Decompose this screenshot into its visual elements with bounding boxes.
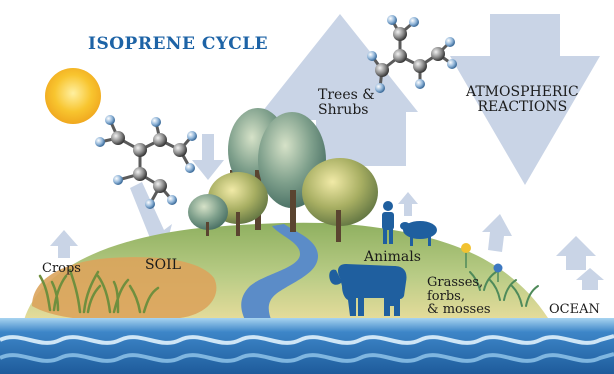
grasses-label-line2: forbs,: [427, 288, 465, 304]
cow-icon: [329, 264, 407, 316]
ocean-label: OCEAN: [549, 302, 600, 317]
grass-icon: [68, 268, 102, 314]
tree-icon: [188, 194, 228, 230]
sheep-icon: [400, 221, 437, 246]
grass-icon: [96, 274, 130, 314]
ocean-small-arrow: [576, 268, 604, 290]
river: [241, 224, 318, 322]
grasses-label-line3: & mosses: [427, 302, 491, 318]
sun-icon: [45, 68, 101, 124]
ocean-up-arrow: [556, 236, 596, 270]
flower-icon: [493, 263, 503, 273]
flower-icon: [461, 243, 471, 253]
grass-icon: [128, 284, 160, 314]
grasses: [469, 271, 539, 307]
trees-small-down-arrow: [192, 134, 224, 180]
grasses-label: Grasses, forbs, & mosses: [427, 276, 491, 317]
isoprene-molecule-icon: [95, 115, 197, 209]
trees: [188, 108, 378, 242]
crops-up-arrow: [50, 230, 78, 258]
grasses-up-arrow: [482, 214, 512, 252]
trees-emission-arrow: [262, 14, 418, 166]
animals-up-arrow: [398, 192, 418, 216]
tree-icon: [302, 158, 378, 226]
trees-label-line1: Trees &: [318, 87, 375, 103]
isoprene-molecule-icon: [367, 15, 457, 93]
ocean: [0, 318, 614, 374]
grasses-label-line1: Grasses,: [427, 275, 484, 290]
flowers: [461, 243, 503, 282]
atmo-label-line2: REACTIONS: [477, 98, 568, 115]
trees-shrubs-label: Trees & Shrubs: [318, 88, 375, 117]
atmospheric-reactions-label: ATMOSPHERIC REACTIONS: [466, 85, 579, 114]
crops: [38, 268, 160, 314]
wave-icon: [0, 334, 614, 345]
wave-icon: [0, 352, 614, 363]
atmospheric-down-arrow: [450, 14, 600, 185]
grass-icon: [38, 274, 68, 312]
trees-label-line2: Shrubs: [318, 101, 369, 118]
crops-label: Crops: [42, 261, 81, 276]
diagram-title: ISOPRENE CYCLE: [88, 34, 269, 54]
soil-label: SOIL: [145, 257, 181, 273]
atmo-label-line1: ATMOSPHERIC: [466, 84, 579, 100]
person-icon: [382, 201, 394, 244]
animals: [329, 201, 437, 316]
animals-label: Animals: [364, 249, 421, 265]
